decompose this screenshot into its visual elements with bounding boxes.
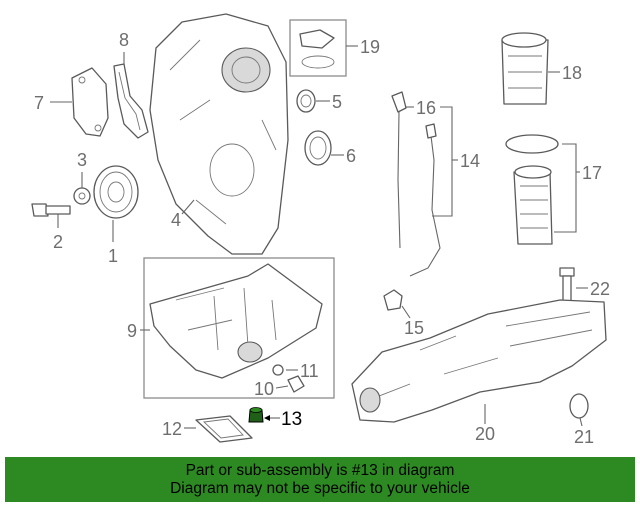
- callout-4: 4: [171, 210, 181, 230]
- callout-8: 8: [119, 30, 129, 50]
- part-14-16-dipstick: [391, 91, 441, 277]
- part-22-bolt: [559, 267, 575, 305]
- callout-12: 12: [162, 419, 182, 439]
- callout-3: 3: [77, 150, 87, 170]
- part-6-seal: [304, 130, 332, 166]
- callout-2: 2: [53, 232, 63, 252]
- callout-labels: 1 2 3 4 5 6 7 8 9 10 11 12 13 14 15 16 1…: [34, 30, 610, 447]
- notice-banner: Part or sub-assembly is #13 in diagram D…: [5, 457, 635, 502]
- callout-22: 22: [590, 279, 610, 299]
- part-10-drain-plug: [287, 375, 305, 393]
- callout-13: 13: [281, 409, 302, 430]
- callout-15: 15: [404, 318, 424, 338]
- callout-10: 10: [254, 379, 274, 399]
- part-18-filter-housing: [501, 32, 549, 105]
- callout-11: 11: [300, 361, 319, 381]
- callout-9: 9: [127, 321, 137, 341]
- part-3-washer: [73, 187, 91, 205]
- part-2-bolt: [31, 203, 71, 217]
- part-13-highlighted[interactable]: [248, 407, 264, 423]
- callout-19: 19: [360, 37, 380, 57]
- callout-18: 18: [562, 63, 582, 83]
- part-17-filter-element: [505, 134, 559, 245]
- part-1-pulley: [93, 165, 139, 219]
- part-11-washer: [272, 364, 284, 376]
- callout-14: 14: [460, 151, 480, 171]
- part-19-kit: [289, 19, 347, 77]
- banner-line-1: Part or sub-assembly is #13 in diagram: [185, 462, 455, 479]
- leader-lines: [50, 45, 588, 429]
- part-9-oil-pan: [143, 257, 335, 399]
- part-12-gasket: [195, 415, 253, 443]
- callout-7: 7: [34, 93, 44, 113]
- callout-17: 17: [582, 163, 602, 183]
- part-15-grommet: [383, 289, 403, 311]
- part-5-seal: [296, 89, 316, 113]
- callout-21: 21: [574, 427, 594, 447]
- callout-6: 6: [346, 146, 356, 166]
- part-7-bracket: [71, 67, 109, 137]
- part-8-gasket: [113, 63, 149, 139]
- callout-1: 1: [108, 246, 118, 266]
- callout-16: 16: [416, 98, 436, 118]
- banner-line-2: Diagram may not be specific to your vehi…: [170, 480, 470, 497]
- exploded-parts-diagram: 1 2 3 4 5 6 7 8 9 10 11 12 13 14 15 16 1…: [31, 13, 610, 447]
- callout-5: 5: [332, 92, 342, 112]
- part-21-seal-ring: [569, 393, 589, 419]
- part-4-timing-cover: [149, 13, 289, 255]
- callout-20: 20: [475, 424, 495, 444]
- part-20-intake-manifold: [351, 299, 607, 423]
